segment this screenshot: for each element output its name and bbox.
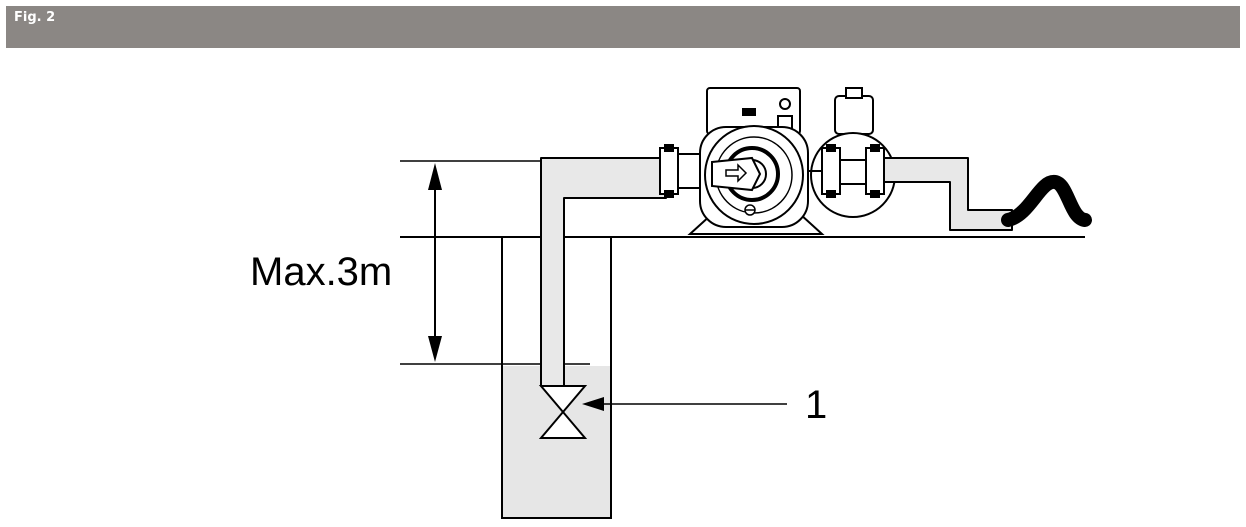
pump-icon [659,87,825,235]
flexible-hose [1001,175,1092,227]
callout-label: 1 [805,383,827,427]
pressure-switch-icon [808,87,896,218]
dimension-arrow-up [428,163,442,190]
dimension-arrow-down [428,336,442,362]
height-label: Max.3m [250,250,392,294]
figure-header-bar: Fig. 2 [6,6,1240,48]
well [501,237,612,519]
callout-arrow-icon [582,397,604,411]
discharge-pipe [883,157,1013,231]
foot-valve-icon [538,385,588,439]
suction-pipe [540,157,667,387]
figure-label: Fig. 2 [14,10,56,25]
